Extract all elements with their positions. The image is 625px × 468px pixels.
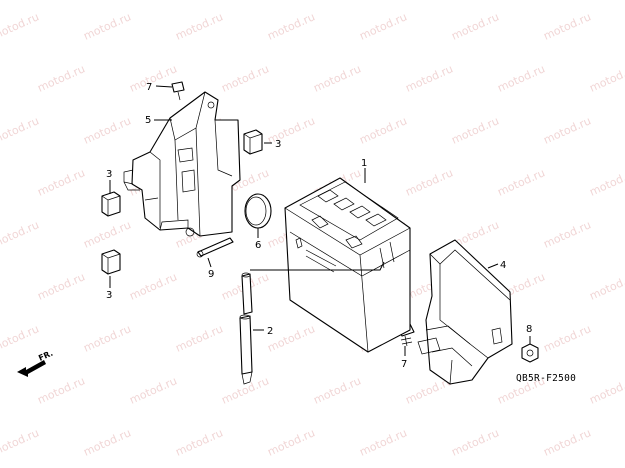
callout-6: 6: [255, 240, 261, 251]
callout-1: 1: [361, 158, 367, 169]
callout-3-lower: 3: [106, 290, 112, 301]
rubber-pad-lower: [101, 249, 121, 275]
callout-labels: 7 5 3 3 3 1 6 9 2 4 7 8: [106, 82, 532, 370]
callout-7-upper: 7: [146, 82, 152, 93]
front-direction-arrow: FR.: [17, 349, 54, 377]
battery-holder-bracket: [123, 91, 241, 237]
nut: [521, 343, 539, 363]
callout-5: 5: [145, 115, 151, 126]
rubber-pad-left: [101, 191, 121, 217]
battery-cover-retainer: [417, 239, 513, 385]
callout-7-lower: 7: [401, 359, 407, 370]
callout-8: 8: [526, 324, 532, 335]
tube-clip: [196, 237, 234, 258]
breather-tube: [239, 272, 253, 385]
battery-cap-disc: [244, 193, 272, 229]
front-direction-label: FR.: [37, 349, 54, 363]
diagram-code: QB5R-F2500: [516, 373, 576, 384]
bolt-upper: [171, 81, 185, 101]
callout-2: 2: [267, 326, 273, 337]
callout-3-upper: 3: [275, 139, 281, 150]
callout-3-left: 3: [106, 169, 112, 180]
callout-9: 9: [208, 269, 214, 280]
rubber-pad-upper: [243, 129, 263, 155]
callout-4: 4: [500, 260, 506, 271]
leader-lines: [109, 85, 531, 356]
battery: [284, 177, 411, 353]
